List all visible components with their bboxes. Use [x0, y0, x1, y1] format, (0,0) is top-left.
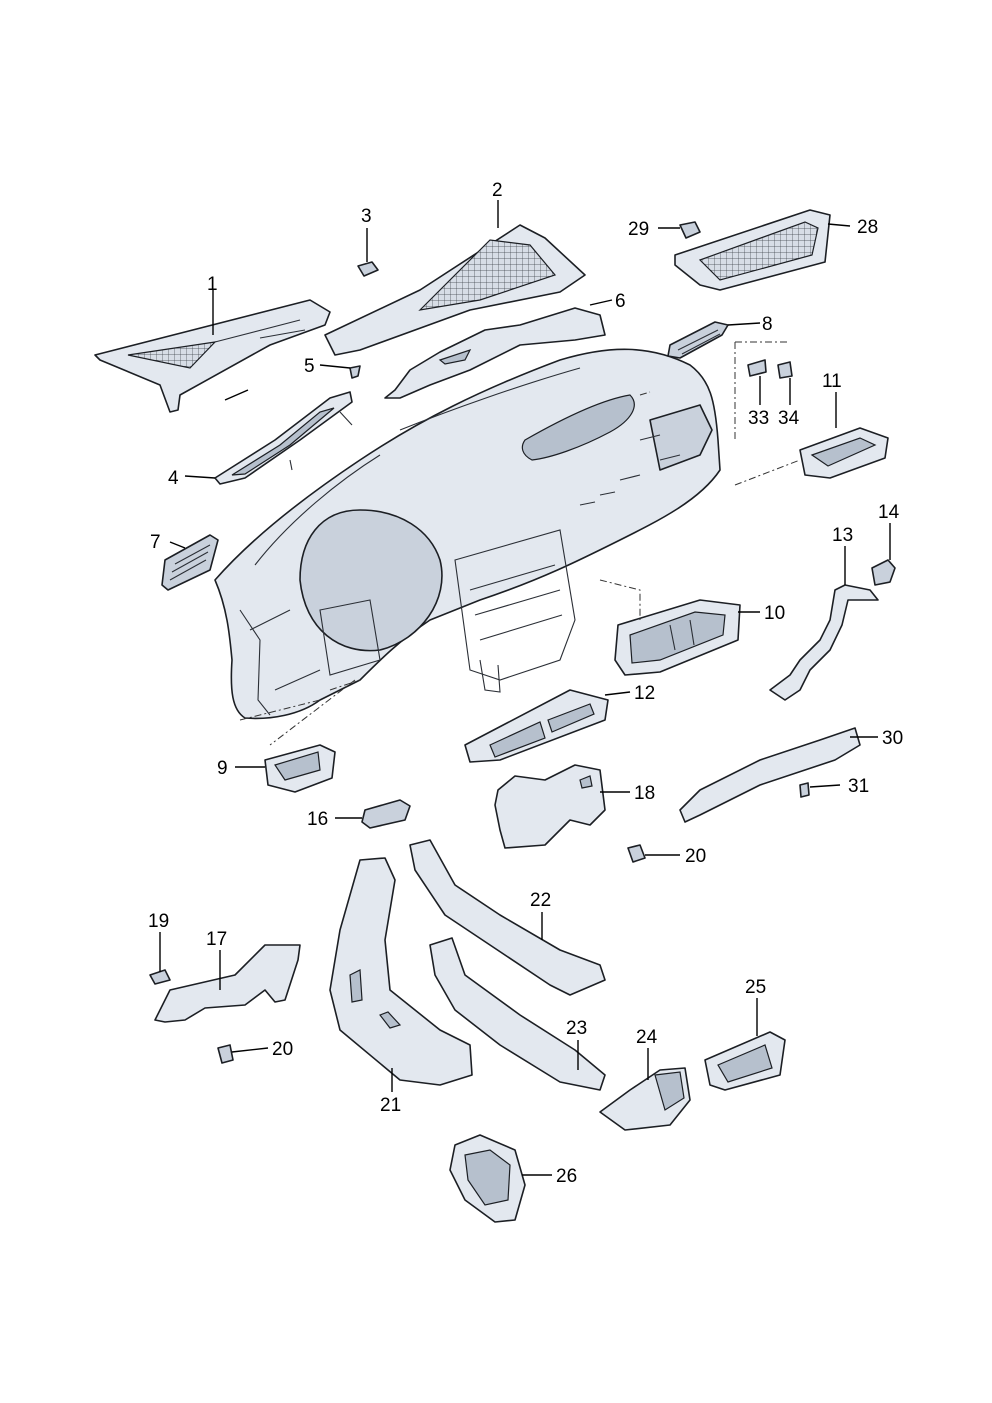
callout-24: 24 — [636, 1027, 658, 1048]
part-12-console-trim — [464, 689, 609, 763]
callout-1: 1 — [207, 274, 218, 295]
callout-16: 16 — [307, 809, 328, 830]
part-34-clip — [777, 361, 793, 379]
callout-20-a: 20 — [685, 846, 706, 867]
part-20-screw-a — [627, 844, 646, 863]
callout-18: 18 — [634, 783, 655, 804]
part-17-footwell-duct-left — [154, 944, 301, 1023]
part-14-connector — [871, 559, 896, 586]
callout-20-b: 20 — [272, 1039, 293, 1060]
leader-lines — [159, 200, 891, 1176]
callout-8: 8 — [762, 314, 773, 335]
callout-21: 21 — [380, 1095, 401, 1116]
part-9-air-outlet-left — [264, 744, 336, 793]
part-4-defroster-vent-left — [214, 391, 353, 485]
callout-30: 30 — [882, 728, 903, 749]
part-22-floor-duct — [409, 839, 606, 996]
part-30-knee-panel — [679, 727, 861, 823]
part-2-plenum-cover-right — [324, 224, 586, 356]
callout-26: 26 — [556, 1166, 577, 1187]
part-19-clip — [149, 969, 171, 985]
callout-2: 2 — [492, 180, 503, 201]
part-6-defroster-cover-right — [384, 307, 606, 399]
callout-9: 9 — [217, 758, 228, 779]
callout-19: 19 — [148, 911, 169, 932]
callout-22: 22 — [530, 890, 551, 911]
part-23-floor-duct-rear — [429, 937, 606, 1091]
callout-labels: 1 2 3 4 5 6 7 8 9 10 11 12 13 14 16 17 1… — [148, 180, 903, 1187]
callout-25: 25 — [745, 977, 766, 998]
part-11-air-outlet-right — [799, 427, 889, 479]
callout-13: 13 — [832, 525, 853, 546]
callout-28: 28 — [857, 217, 878, 238]
part-33-clip — [747, 359, 767, 377]
callout-12: 12 — [634, 683, 655, 704]
part-28-speaker-grille — [674, 209, 831, 291]
part-21-floor-duct — [329, 857, 473, 1086]
callout-4: 4 — [168, 468, 179, 489]
callout-10: 10 — [764, 603, 785, 624]
part-18-footwell-duct-right — [494, 764, 606, 849]
callout-5: 5 — [304, 356, 315, 377]
callout-29: 29 — [628, 219, 649, 240]
part-1-plenum-cover-left — [94, 299, 331, 413]
callout-34: 34 — [778, 408, 800, 429]
dashboard-panel — [214, 348, 721, 721]
callout-23: 23 — [566, 1018, 587, 1039]
callout-33: 33 — [748, 408, 769, 429]
part-20-screw-b — [217, 1044, 234, 1064]
callout-6: 6 — [615, 291, 626, 312]
part-13-hose — [769, 584, 879, 701]
part-29-nut — [679, 221, 701, 239]
part-5-screw — [349, 365, 361, 379]
part-10-center-vent — [614, 599, 741, 676]
callout-7: 7 — [150, 532, 161, 553]
callout-14: 14 — [878, 502, 900, 523]
part-16-duct-piece — [361, 799, 411, 829]
part-25-rear-vent — [704, 1031, 786, 1091]
part-3-clip — [357, 261, 379, 277]
callout-3: 3 — [361, 206, 372, 227]
callout-11: 11 — [822, 371, 842, 392]
part-31-screw — [799, 782, 810, 798]
part-8-vent-trim — [667, 321, 729, 359]
part-26-rear-outlet — [449, 1134, 526, 1223]
part-7-side-vent-left — [161, 534, 219, 591]
part-24-rear-vent-duct — [599, 1067, 691, 1131]
callout-31: 31 — [848, 776, 869, 797]
callout-17: 17 — [206, 929, 227, 950]
